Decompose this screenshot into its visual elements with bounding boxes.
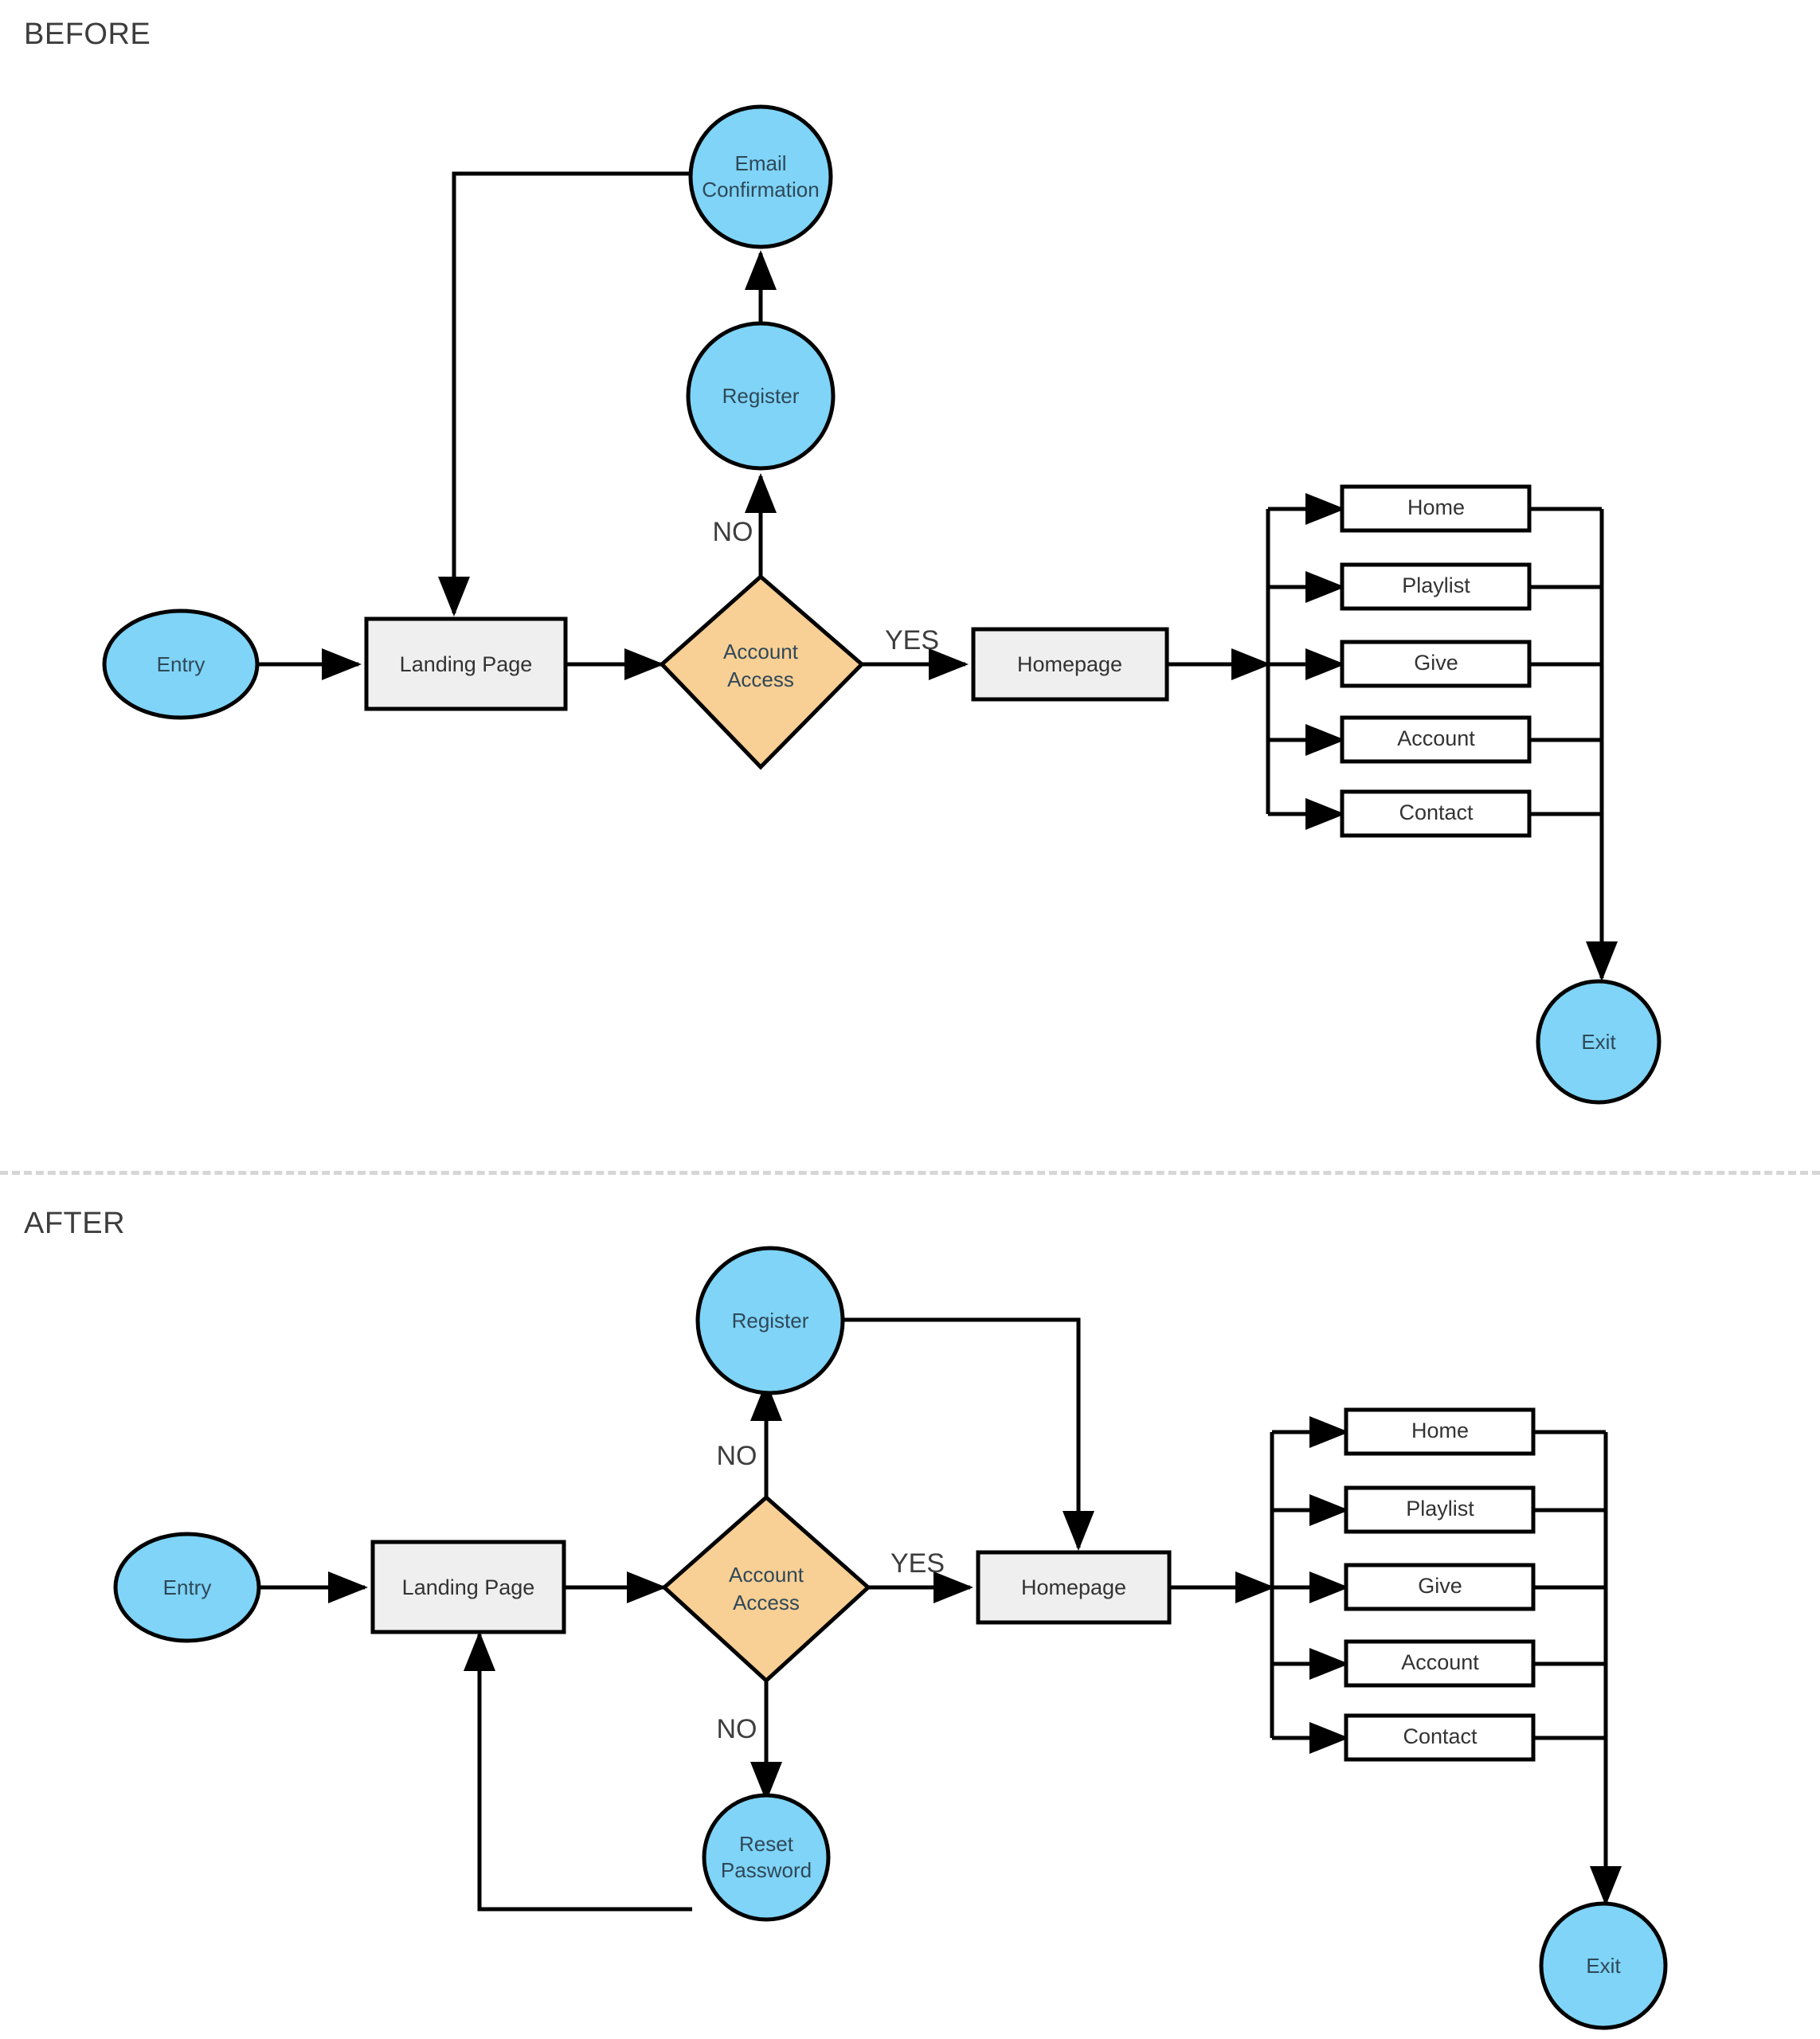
- edge-label-no-bottom-after: NO: [717, 1714, 757, 1744]
- node-exit-before[interactable]: Exit: [1536, 979, 1661, 1105]
- menu-give-label-after: Give: [1418, 1574, 1462, 1598]
- account-access-label-line1-after: Account: [729, 1563, 804, 1587]
- email-confirmation-label-line1-before: Email: [734, 151, 786, 175]
- register-label-before: Register: [722, 384, 800, 408]
- node-landing-page-before[interactable]: Landing Page: [364, 616, 568, 711]
- edge-label-yes-after: YES: [890, 1548, 945, 1579]
- menu-item-home-after[interactable]: Home: [1344, 1407, 1536, 1456]
- account-access-diamond-before: [659, 573, 865, 770]
- menu-home-label-after: Home: [1411, 1419, 1469, 1442]
- menu-home-rect-after: [1344, 1407, 1536, 1456]
- menu-item-account-before[interactable]: Account: [1340, 715, 1532, 764]
- menu-playlist-rect-after: [1344, 1485, 1536, 1534]
- menu-item-home-before[interactable]: Home: [1340, 484, 1532, 533]
- menu-item-give-before[interactable]: Give: [1340, 640, 1532, 688]
- menu-playlist-label-before: Playlist: [1402, 573, 1470, 597]
- menu-account-label-before: Account: [1397, 726, 1475, 750]
- node-entry-before[interactable]: Entry: [102, 609, 260, 720]
- node-homepage-after[interactable]: Homepage: [976, 1550, 1172, 1625]
- exit-label-before: Exit: [1581, 1030, 1616, 1054]
- menu-item-contact-after[interactable]: Contact: [1344, 1713, 1536, 1762]
- menu-contact-label-after: Contact: [1403, 1724, 1478, 1748]
- node-register-before[interactable]: Register: [686, 321, 836, 471]
- homepage-label-before: Homepage: [1017, 652, 1122, 676]
- node-entry-after[interactable]: Entry: [113, 1532, 261, 1643]
- landing-page-label-after: Landing Page: [402, 1575, 535, 1599]
- menu-account-rect-before: [1340, 715, 1532, 764]
- register-circle-after: [695, 1246, 845, 1395]
- node-account-access-before[interactable]: Account Access: [659, 573, 865, 770]
- exit-label-after: Exit: [1586, 1954, 1621, 1978]
- menu-contact-rect-before: [1340, 789, 1532, 838]
- node-register-after[interactable]: Register: [695, 1246, 845, 1395]
- menu-item-account-after[interactable]: Account: [1344, 1639, 1536, 1688]
- menu-playlist-label-after: Playlist: [1406, 1497, 1474, 1520]
- node-homepage-before[interactable]: Homepage: [971, 627, 1169, 702]
- section-title-before: BEFORE: [24, 18, 151, 51]
- register-circle-before: [686, 321, 836, 471]
- account-access-diamond-after: [661, 1494, 871, 1684]
- node-exit-after[interactable]: Exit: [1539, 1901, 1668, 2030]
- exit-circle-before: [1536, 979, 1661, 1105]
- landing-page-label-before: Landing Page: [400, 652, 533, 676]
- after-diagram: Entry Landing Page Account Access Regist…: [113, 1246, 1668, 2030]
- account-access-label-line2-after: Access: [733, 1591, 800, 1614]
- homepage-label-after: Homepage: [1021, 1575, 1126, 1599]
- edge-label-no-before: NO: [713, 517, 753, 547]
- menu-give-rect-after: [1344, 1563, 1536, 1611]
- edge-email-to-landing-before: [438, 171, 690, 617]
- menu-contact-label-before: Contact: [1399, 800, 1474, 824]
- account-access-label-line2-before: Access: [727, 667, 794, 691]
- account-access-label-line1-before: Account: [723, 640, 799, 663]
- menu-item-give-after[interactable]: Give: [1344, 1563, 1536, 1611]
- section-divider: [0, 1171, 1820, 1175]
- menu-contact-rect-after: [1344, 1713, 1536, 1762]
- before-diagram: Entry Landing Page Account Access Regist…: [102, 104, 1661, 1105]
- reset-password-label-line2-after: Password: [721, 1858, 812, 1882]
- menu-playlist-rect-before: [1340, 562, 1532, 611]
- menu-account-rect-after: [1344, 1639, 1536, 1688]
- entry-label-after: Entry: [163, 1575, 212, 1599]
- entry-circle-shape-after: [113, 1532, 261, 1643]
- node-account-access-after[interactable]: Account Access: [661, 1494, 871, 1684]
- menu-give-rect-before: [1340, 640, 1532, 688]
- email-confirmation-circle-before: [688, 104, 833, 249]
- menu-home-rect-before: [1340, 484, 1532, 533]
- reset-password-circle-after: [702, 1793, 831, 1922]
- menu-item-playlist-after[interactable]: Playlist: [1344, 1485, 1536, 1534]
- entry-circle-shape-before: [102, 609, 260, 720]
- menu-item-playlist-before[interactable]: Playlist: [1340, 562, 1532, 611]
- edge-label-no-top-after: NO: [717, 1441, 757, 1471]
- landing-page-rect-after: [370, 1540, 566, 1634]
- node-reset-password-after[interactable]: Reset Password: [702, 1793, 831, 1922]
- node-email-confirmation-before[interactable]: Email Confirmation: [688, 104, 833, 249]
- exit-circle-after: [1539, 1901, 1668, 2030]
- email-confirmation-label-line2-before: Confirmation: [702, 178, 819, 202]
- homepage-rect-before: [971, 627, 1169, 702]
- edge-reset-to-landing-after: [464, 1630, 692, 1912]
- menu-give-label-before: Give: [1414, 651, 1458, 675]
- menu-account-label-after: Account: [1401, 1650, 1479, 1674]
- register-label-after: Register: [732, 1309, 809, 1333]
- node-landing-page-after[interactable]: Landing Page: [370, 1540, 566, 1634]
- edge-register-to-homepage-after: [843, 1317, 1094, 1552]
- reset-password-label-line1-after: Reset: [739, 1832, 794, 1856]
- homepage-rect-after: [976, 1550, 1172, 1625]
- landing-page-rect-before: [364, 616, 568, 711]
- menu-item-contact-before[interactable]: Contact: [1340, 789, 1532, 838]
- section-title-after: AFTER: [24, 1207, 126, 1240]
- entry-label-before: Entry: [157, 652, 205, 676]
- edge-label-yes-before: YES: [885, 625, 939, 656]
- menu-home-label-before: Home: [1407, 495, 1465, 519]
